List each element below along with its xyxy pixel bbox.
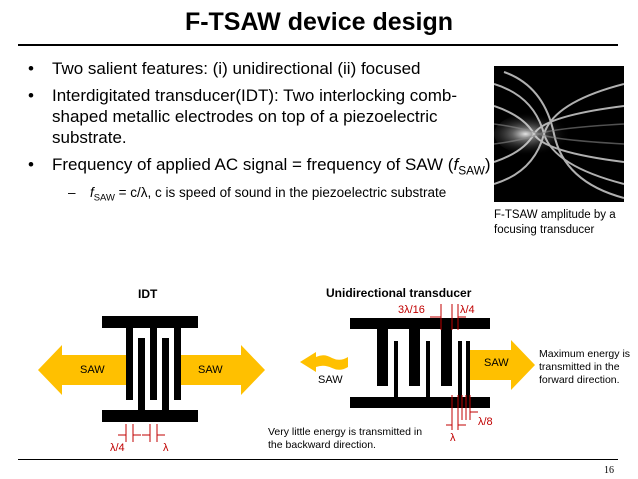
idt-bottom-bus — [102, 410, 198, 422]
udt-bottom-bus — [350, 397, 490, 408]
bullet-3-end: ) — [484, 155, 491, 174]
udt-saw-right-label: SAW — [484, 357, 509, 369]
idt-saw-left-label: SAW — [80, 364, 105, 376]
idt-saw-right-label: SAW — [198, 364, 223, 376]
slide-title: F-TSAW device design — [184, 8, 454, 36]
idt-finger — [150, 328, 157, 400]
idt-finger — [162, 338, 169, 410]
udt-dim-3-16: 3λ/16 — [398, 304, 425, 316]
idt-finger — [126, 328, 133, 400]
udt-finger — [426, 341, 430, 397]
udt-finger — [409, 329, 420, 386]
image-caption: F-TSAW amplitude by a focusing transduce… — [494, 209, 616, 236]
ftsaw-amplitude-image — [494, 66, 624, 202]
sub-bullet: – fSAW = c/λ, c is speed of sound in the… — [68, 185, 447, 205]
idt-title: IDT — [138, 287, 158, 301]
udt-dim-eighth: λ/8 — [478, 416, 493, 428]
idt-finger — [138, 338, 145, 410]
sub-bullet-text: = c/λ, c is speed of sound in the piezoe… — [114, 185, 447, 201]
bullet-3: • Frequency of applied AC signal = frequ… — [28, 155, 491, 178]
bullet-2: • Interdigitated transducer(IDT): Two in… — [28, 86, 458, 147]
udt-note-forward: Maximum energy is transmitted in the for… — [539, 348, 631, 386]
bullet-3-sub: SAW — [458, 163, 485, 178]
idt-top-bus — [102, 316, 198, 328]
sub-bullet-sub: SAW — [93, 193, 115, 205]
bullet-3-f: f — [453, 155, 459, 174]
idt-dim-quarter: λ/4 — [110, 442, 125, 454]
udt-top-bus — [350, 318, 490, 329]
udt-finger — [377, 329, 388, 386]
bullet-1-text: Two salient features: (i) unidirectional… — [52, 59, 421, 78]
udt-title: Unidirectional transducer — [326, 286, 472, 300]
udt-saw-left-label: SAW — [318, 374, 343, 386]
page-number: 16 — [604, 465, 614, 476]
udt-finger — [394, 341, 398, 397]
bullet-3-text: Frequency of applied AC signal = frequen… — [52, 155, 454, 174]
idt-saw-right-arrow — [175, 345, 265, 395]
idt-dim-lambda: λ — [163, 442, 169, 454]
udt-saw-right-arrow — [470, 340, 535, 390]
idt-finger — [174, 328, 181, 400]
title-divider — [18, 44, 618, 46]
udt-saw-left-arrow — [300, 352, 348, 372]
sub-bullet-f: f — [90, 185, 94, 201]
udt-finger — [458, 341, 462, 397]
bullet-2-text: Interdigitated transducer(IDT): Two inte… — [52, 86, 458, 147]
udt-finger — [466, 341, 470, 397]
udt-dim-quarter: λ/4 — [460, 304, 475, 316]
udt-dim-lambda: λ — [450, 432, 456, 444]
udt-note-backward: Very little energy is transmitted in the… — [268, 426, 423, 451]
bullet-list: • Two salient features: (i) unidirection… — [26, 58, 496, 207]
footer-divider — [18, 459, 618, 460]
bullet-1: • Two salient features: (i) unidirection… — [28, 59, 421, 78]
udt-finger — [441, 329, 452, 386]
idt-saw-left-arrow — [38, 345, 128, 395]
